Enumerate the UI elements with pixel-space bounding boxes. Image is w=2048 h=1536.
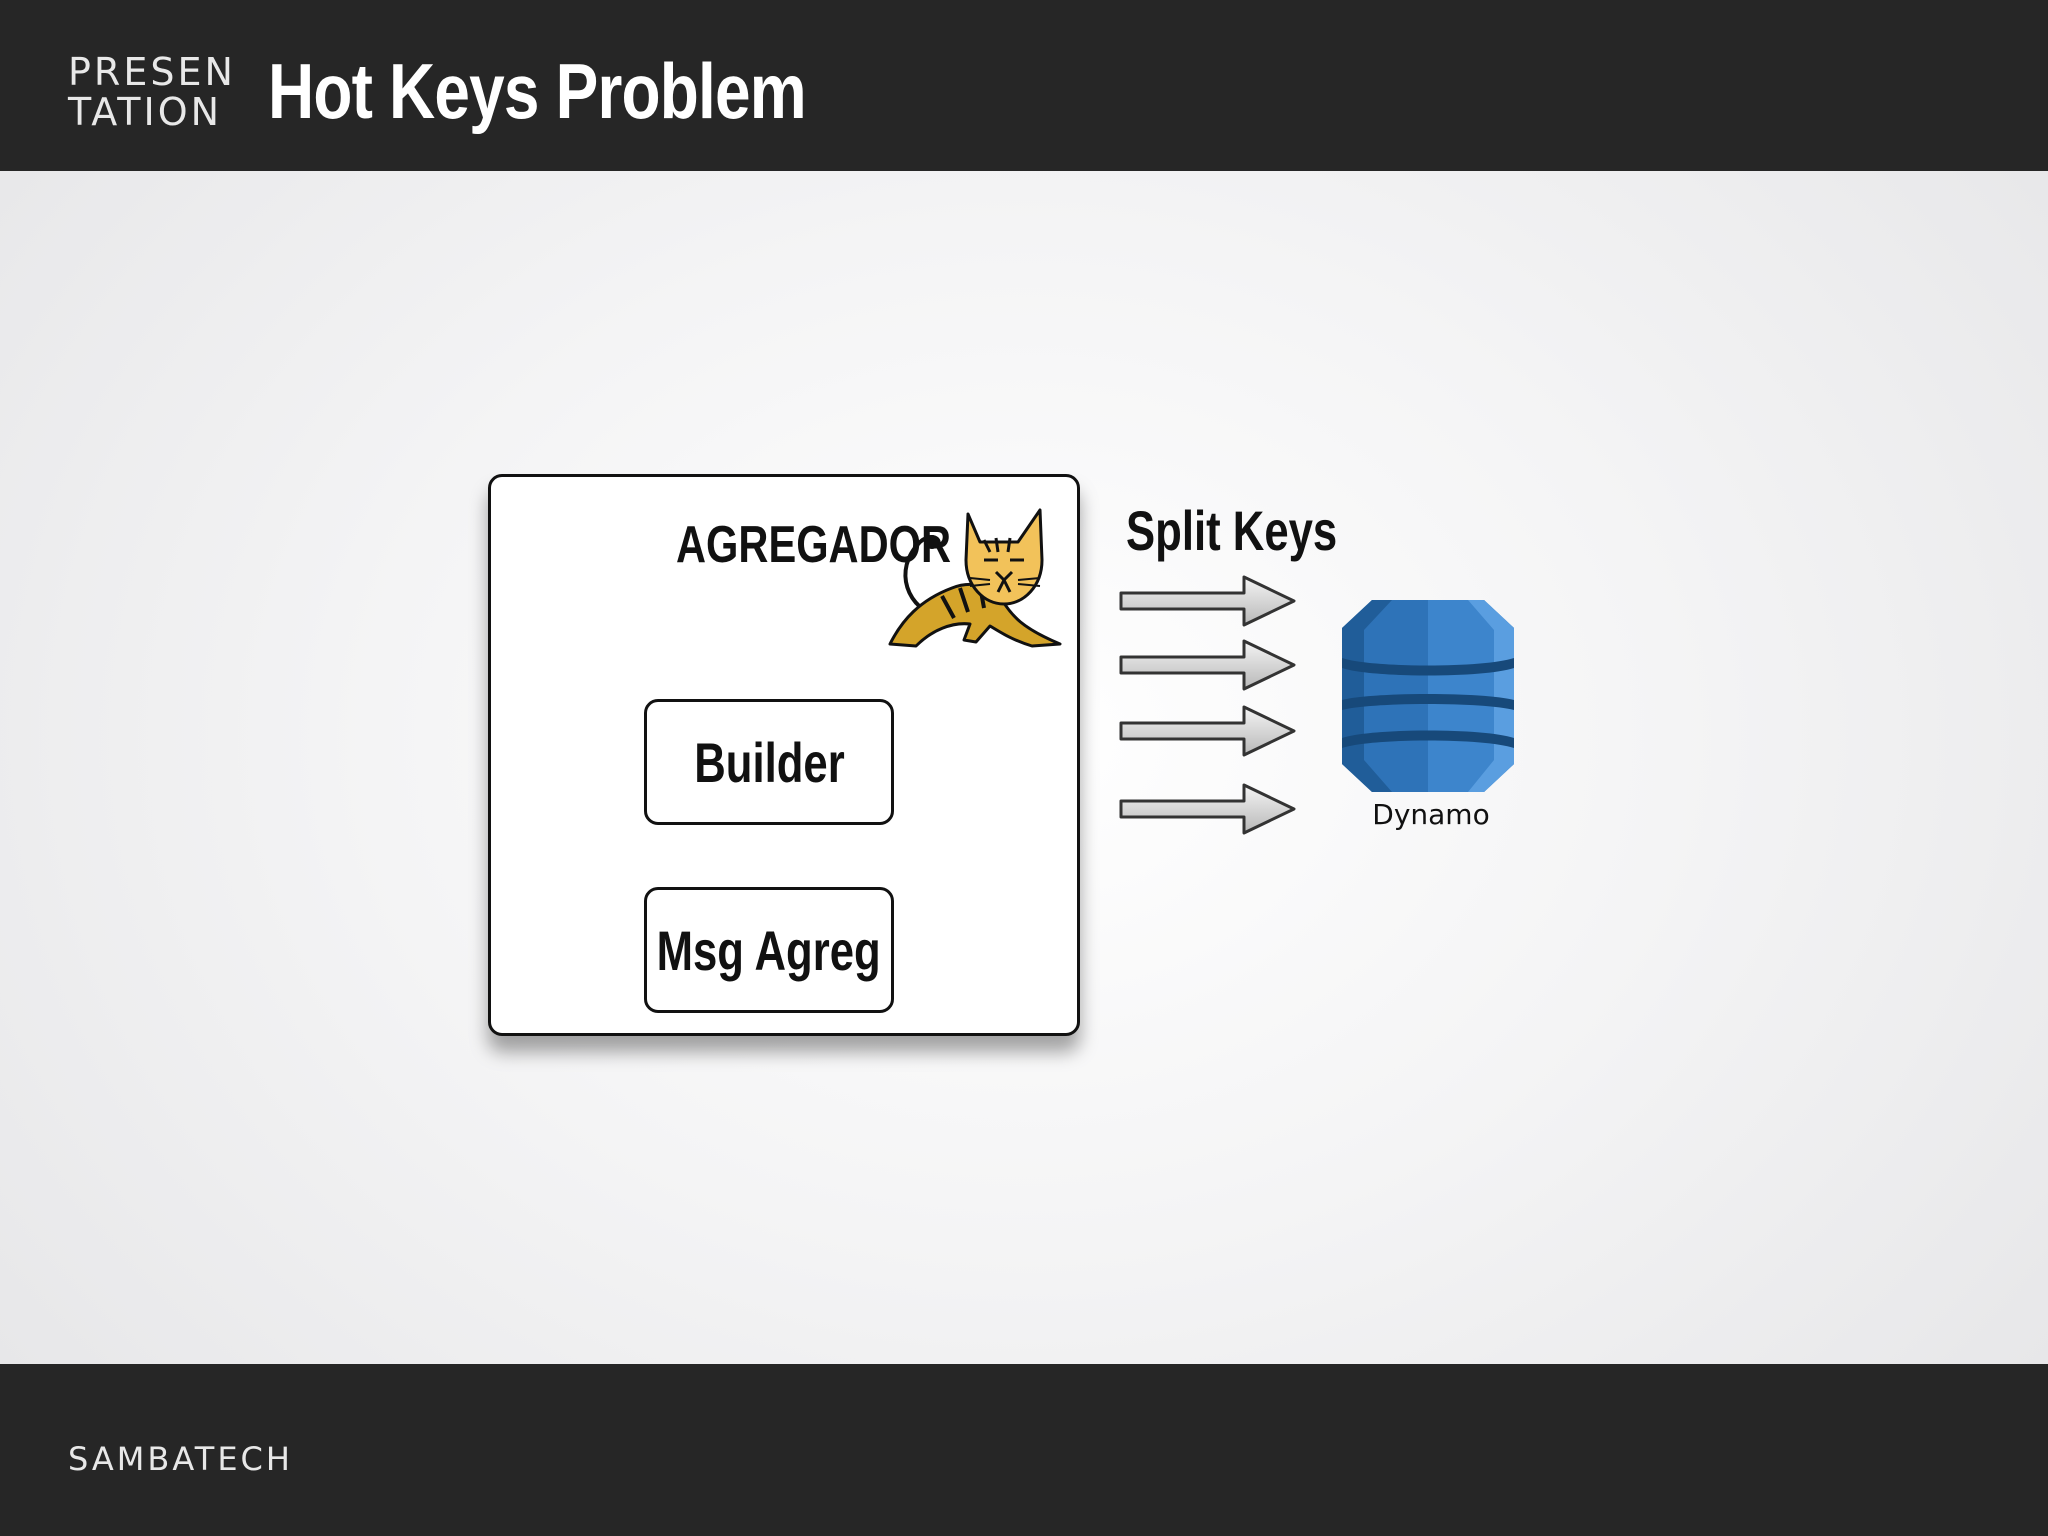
split-arrow <box>1119 639 1296 691</box>
builder-module: Builder <box>644 699 894 825</box>
split-arrow <box>1119 783 1296 835</box>
footer-brand: SAMBATECH <box>68 1440 293 1478</box>
split-keys-label: Split Keys <box>1126 499 1338 562</box>
presentation-label-line1: PRESEN <box>68 50 236 94</box>
slide-title: Hot Keys Problem <box>268 47 807 135</box>
dynamo-label: Dynamo <box>1372 798 1490 831</box>
msg-agreg-module: Msg Agreg <box>644 887 894 1013</box>
split-arrow <box>1119 575 1296 627</box>
split-arrow <box>1119 705 1296 757</box>
dynamodb-icon <box>1342 600 1514 792</box>
tomcat-icon <box>888 508 1062 648</box>
presentation-label-line2: TATION <box>68 90 223 134</box>
header-bar: PRESEN TATION Hot Keys Problem <box>0 0 2048 171</box>
footer-bar: SAMBATECH <box>0 1364 2048 1536</box>
aggregator-label: AGREGADOR <box>676 516 952 574</box>
presentation-label: PRESEN TATION <box>68 52 238 132</box>
builder-label: Builder <box>693 730 845 794</box>
msg-agreg-label: Msg Agreg <box>656 918 882 982</box>
